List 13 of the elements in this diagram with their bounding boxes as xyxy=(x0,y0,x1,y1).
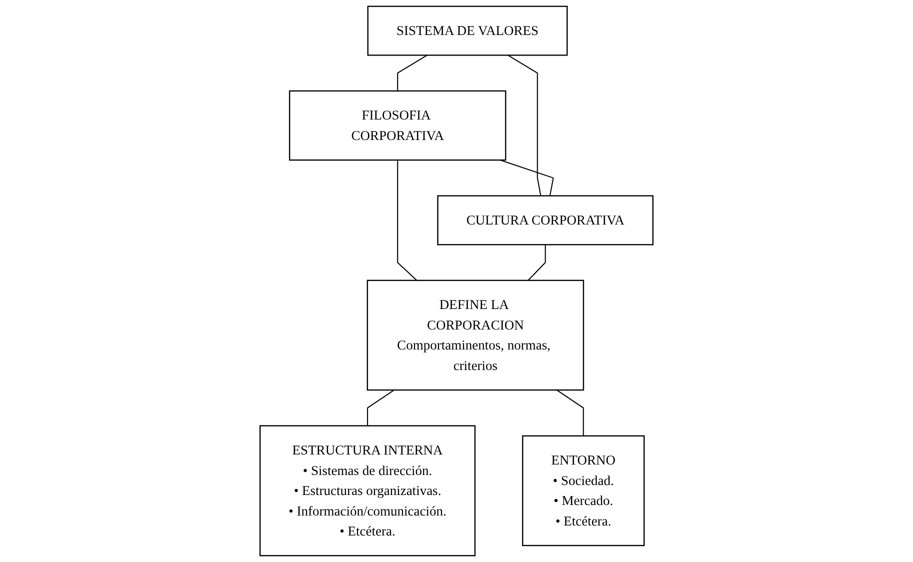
node-box: SISTEMA DE VALORES xyxy=(367,6,568,56)
connector xyxy=(500,160,554,196)
node-box: CULTURA CORPORATIVA xyxy=(437,195,654,246)
node-box: FILOSOFIA CORPORATIVA xyxy=(288,90,506,161)
connector xyxy=(367,390,394,426)
connector xyxy=(397,54,428,91)
node-box: ESTRUCTURA INTERNA • Sistemas de dirección. • Estructuras organizativas. • Información/comunicación. • Etcétera. xyxy=(259,425,476,556)
node-box: ENTORNO • Sociedad. • Mercado. • Etcétera. xyxy=(522,435,645,546)
connector xyxy=(528,244,546,281)
connector xyxy=(556,390,584,436)
connector xyxy=(397,160,418,281)
node-box: DEFINE LA CORPORACION Comportaminentos, normas, criterios xyxy=(366,280,584,391)
connector xyxy=(508,54,542,196)
